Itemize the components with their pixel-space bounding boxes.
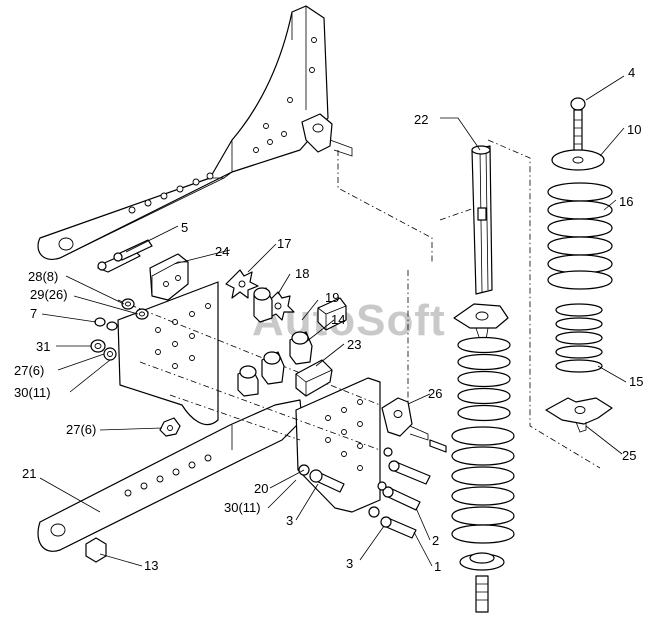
callout-10: 10	[627, 122, 641, 137]
callout-27-6-b: 27(6)	[66, 422, 96, 437]
bolts-lower	[298, 460, 431, 539]
callout-16: 16	[619, 194, 633, 209]
callout-31: 31	[36, 339, 50, 354]
callout-21: 21	[22, 466, 36, 481]
callout-14: 14	[331, 312, 345, 327]
bolt-4	[570, 97, 586, 153]
assembly-lines	[117, 139, 601, 469]
callout-15: 15	[629, 374, 643, 389]
block-23	[295, 359, 333, 397]
bolts-5	[97, 239, 153, 273]
spring-seat-upper	[453, 303, 509, 341]
callout-labels: 4 10 16 15 25 22 5 24 17 18 19 14 23 28(…	[14, 65, 643, 574]
callout-27-6-a: 27(6)	[14, 363, 44, 378]
spring-large-lower	[451, 426, 515, 544]
callout-30-11-a: 30(11)	[14, 385, 51, 400]
bracket-24	[149, 253, 189, 301]
callout-23: 23	[347, 337, 361, 352]
block-upper	[317, 297, 347, 331]
callout-26: 26	[428, 386, 442, 401]
callout-3-a: 3	[286, 513, 293, 528]
spring-15	[555, 303, 603, 373]
callout-22: 22	[414, 112, 428, 127]
callout-13: 13	[144, 558, 158, 573]
bracket-26	[381, 397, 447, 457]
spring-rod-22	[471, 145, 493, 295]
lower-arm-21	[37, 399, 303, 552]
callout-24: 24	[215, 244, 229, 259]
nut-13	[85, 537, 107, 563]
callout-19: 19	[325, 290, 339, 305]
callout-20: 20	[254, 481, 268, 496]
bushings-14-19	[237, 287, 313, 397]
washers-left	[90, 298, 181, 437]
spring-cap-lower	[459, 552, 505, 613]
callout-29-26: 29(26)	[30, 287, 68, 302]
callout-1: 1	[434, 559, 441, 574]
callout-4: 4	[628, 65, 635, 80]
callout-17: 17	[277, 236, 291, 251]
callout-18: 18	[295, 266, 309, 281]
upper-arm	[37, 5, 353, 260]
right-plate-20	[295, 377, 381, 513]
spring-seat-25	[545, 397, 613, 433]
callout-30-11-b: 30(11)	[224, 500, 261, 515]
callout-28-8: 28(8)	[28, 269, 58, 284]
spring-16	[547, 182, 613, 290]
callout-25: 25	[622, 448, 636, 463]
spring-left	[457, 336, 511, 422]
leader-lines	[39, 75, 627, 567]
callout-2: 2	[432, 533, 439, 548]
callout-7: 7	[30, 306, 37, 321]
callout-3-b: 3	[346, 556, 353, 571]
cap-10	[551, 149, 605, 171]
callout-5: 5	[181, 220, 188, 235]
